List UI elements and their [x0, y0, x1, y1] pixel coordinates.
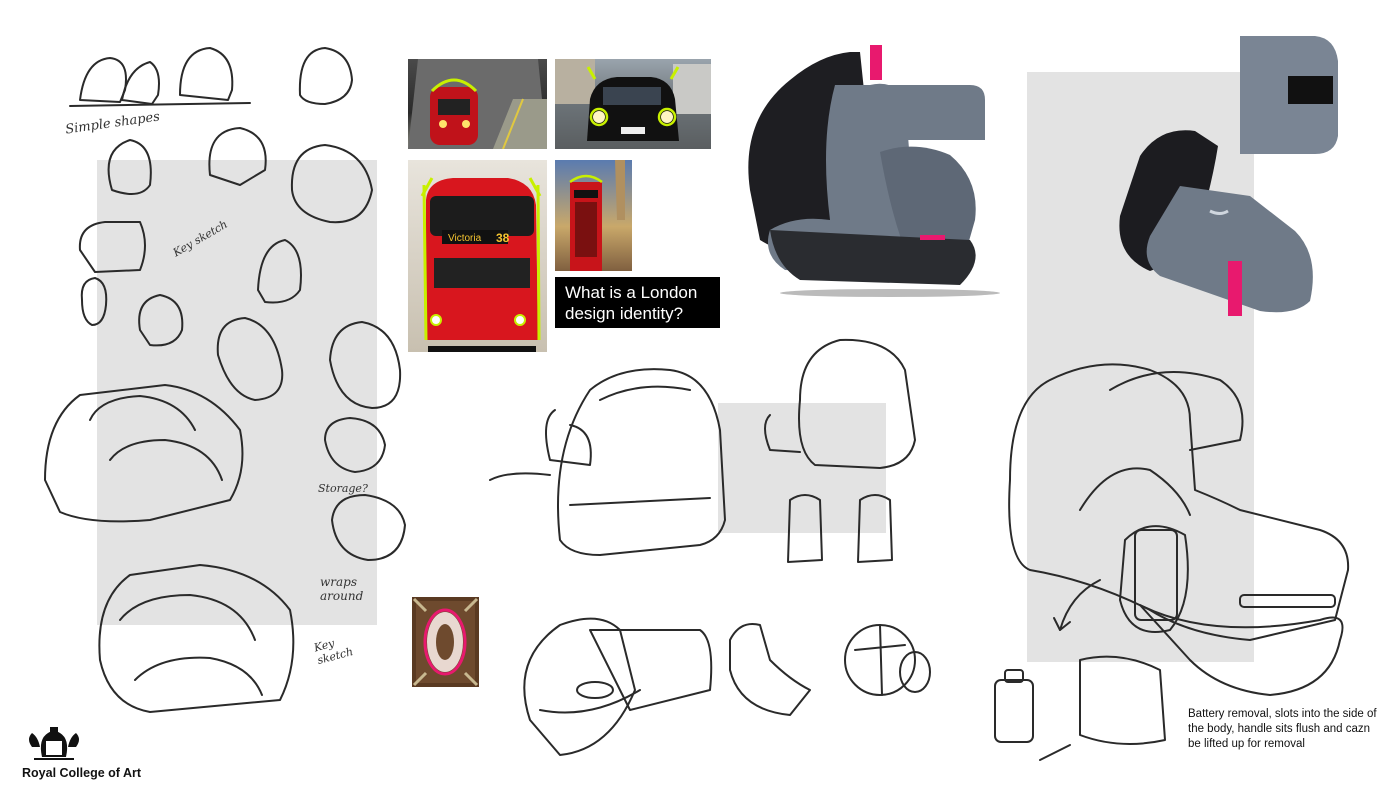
tube-train-photo — [408, 59, 547, 149]
question-line-1: What is a London — [565, 283, 698, 302]
letter-o-photo — [412, 597, 479, 687]
crest-icon — [29, 727, 79, 760]
red-bus-photo: Victoria 38 — [408, 160, 547, 352]
rendered-pod-side — [748, 45, 1000, 297]
storage-note: Storage? — [318, 482, 368, 495]
brand-name: Royal College of Art — [22, 766, 141, 780]
rendered-pod-angle — [1119, 36, 1338, 316]
bus-number-label: 38 — [496, 231, 510, 245]
bus-route-label: Victoria — [448, 233, 482, 244]
question-line-2: design identity? — [565, 304, 684, 323]
black-cab-photo — [555, 59, 711, 149]
wraps-around-note: wraps around — [320, 575, 364, 603]
battery-pod-sketch — [994, 363, 1350, 761]
center-grey-panel — [718, 403, 886, 533]
center-pod-sketches — [489, 338, 931, 756]
phone-box-photo — [555, 160, 632, 271]
battery-removal-note: Battery removal, slots into the side of … — [1188, 708, 1377, 750]
left-sketch-column — [44, 47, 406, 713]
question-box: What is a London design identity? — [555, 277, 720, 328]
